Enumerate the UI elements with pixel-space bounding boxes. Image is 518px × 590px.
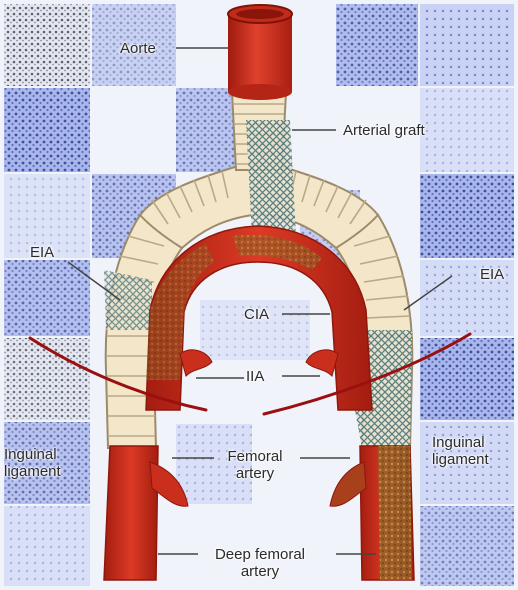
label-cia: CIA bbox=[244, 306, 269, 323]
label-iia: IIA bbox=[246, 368, 264, 385]
label-aorta: Aorte bbox=[120, 40, 156, 57]
label-eia-left: EIA bbox=[30, 244, 54, 261]
label-eia-right: EIA bbox=[480, 266, 504, 283]
label-arterial-graft: Arterial graft bbox=[343, 122, 425, 139]
label-femoral-artery: Femoral artery bbox=[200, 448, 310, 482]
label-inguinal-ligament-left: Inguinal ligament bbox=[4, 446, 61, 480]
label-inguinal-ligament-right: Inguinal ligament bbox=[432, 434, 489, 468]
label-deep-femoral-artery: Deep femoral artery bbox=[190, 546, 330, 580]
